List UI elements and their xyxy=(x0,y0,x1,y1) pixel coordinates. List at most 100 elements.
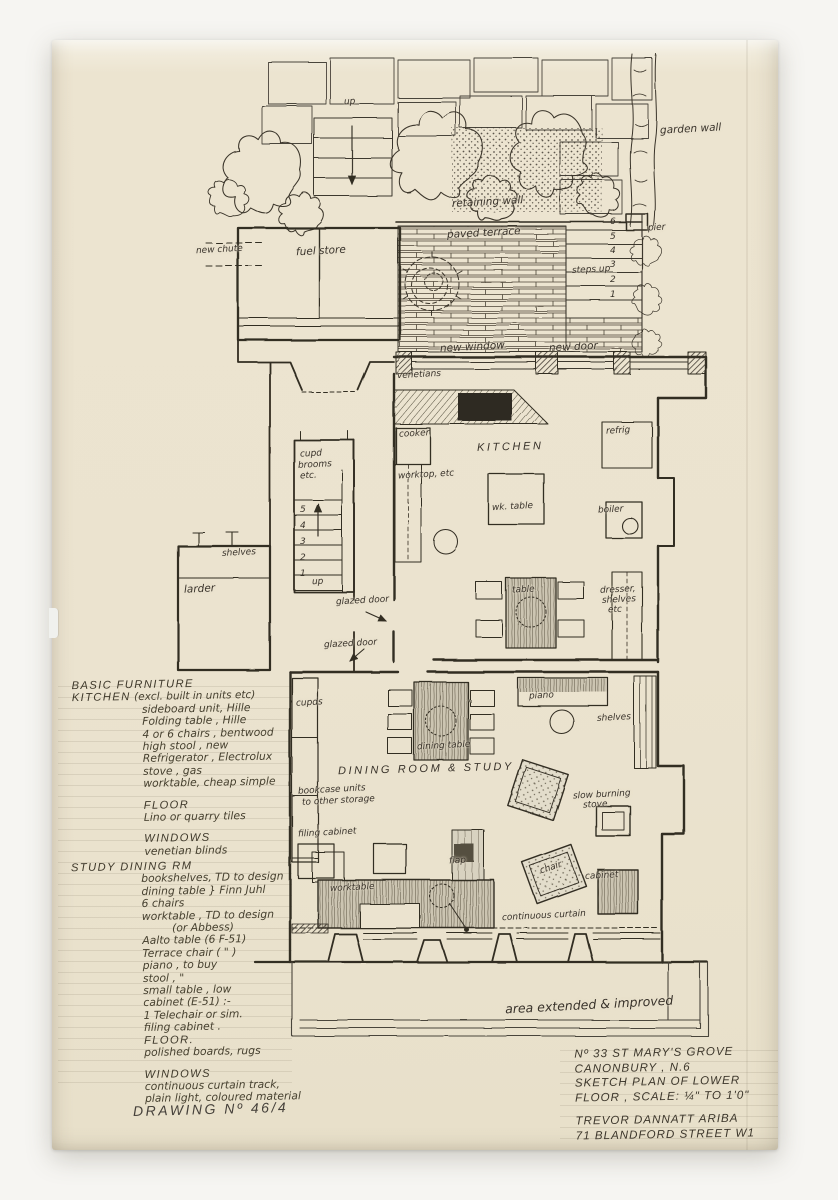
new-window-label: new window xyxy=(439,339,506,355)
note-item: polished boards, rugs xyxy=(144,1044,261,1060)
dining-title: DINING ROOM & STUDY xyxy=(337,760,515,778)
retaining-wall-label: retaining wall xyxy=(451,194,524,210)
refrig-box xyxy=(601,421,653,469)
pencil-guidelines-titleblock xyxy=(560,1040,778,1140)
note-item: venetian blinds xyxy=(144,843,228,858)
window-piers xyxy=(327,933,594,963)
cabinet-box xyxy=(597,869,639,915)
cooker-label: cooker xyxy=(398,428,430,440)
stairs-up-label: up xyxy=(311,576,324,588)
dining-table xyxy=(413,681,469,761)
terrace-plant xyxy=(402,251,463,317)
larder xyxy=(176,531,272,672)
garden-up-label: up xyxy=(343,96,356,108)
terrace-step-5: 5 xyxy=(610,232,616,242)
kitchen xyxy=(392,372,675,664)
house-north-wall xyxy=(392,351,708,400)
title-block: Nº 33 ST MARY'S GROVE CANONBURY , N.6 SK… xyxy=(574,1044,755,1143)
flap-dark xyxy=(454,844,474,862)
continuous-curtain-label: continuous curtain xyxy=(501,908,587,924)
architect-line: 71 BLANDFORD STREET W1 xyxy=(575,1125,756,1143)
steps-up-label: steps up xyxy=(571,264,611,277)
worktop-label: worktop, etc xyxy=(397,468,455,482)
terrace xyxy=(395,213,668,363)
dresser-label-3: etc xyxy=(607,604,623,616)
wk-table-label: wk. table xyxy=(491,500,534,514)
garden-planting-bed xyxy=(452,128,602,212)
stair-5: 5 xyxy=(300,505,306,515)
stair-2: 2 xyxy=(300,553,306,563)
larder-label: larder xyxy=(183,582,216,596)
dining-shelves-label: shelves xyxy=(596,712,632,724)
glazed-door-lower-label: glazed door xyxy=(323,637,378,651)
easy-chair-1 xyxy=(507,759,569,821)
boiler-box xyxy=(605,501,643,539)
area-extended-label: area extended & improved xyxy=(504,992,674,1017)
flap-label: flap xyxy=(448,855,467,867)
larder-hooks xyxy=(191,531,239,547)
study-dining-notes: STUDY DINING RM bookshelves, TD to desig… xyxy=(71,858,325,1107)
dining-east-wall xyxy=(656,670,686,964)
new-chute-leader xyxy=(205,242,265,267)
glazed-door-upper-label: glazed door xyxy=(335,594,390,608)
terrace-step-6: 6 xyxy=(610,217,616,227)
kitchen-window-dark xyxy=(458,393,512,421)
drawing-number: DRAWING Nº 46/4 xyxy=(132,1098,289,1120)
table-label: table xyxy=(511,584,535,596)
pencil-guidelines-left xyxy=(58,676,292,1088)
stair-4: 4 xyxy=(300,521,306,531)
piano-box xyxy=(517,677,609,707)
wk-table xyxy=(487,473,545,525)
pier-block xyxy=(625,213,649,231)
terrace-step-2: 2 xyxy=(610,275,616,285)
extension-outline xyxy=(291,961,709,1037)
larder-shelves-label: shelves xyxy=(221,547,257,559)
dining-table-label: dining table xyxy=(416,739,471,753)
new-chute-label: new chute xyxy=(195,243,244,257)
cabinet-label: cabinet xyxy=(584,870,619,882)
dining-room xyxy=(288,670,686,964)
worktable-label: worktable xyxy=(329,881,375,895)
garden-wall xyxy=(629,53,657,227)
terrace-step-1: 1 xyxy=(610,290,616,300)
cupd-label-3: etc. xyxy=(299,470,318,482)
paved-terrace-label: paved terrace xyxy=(446,225,521,241)
stair-3: 3 xyxy=(300,537,306,547)
desk-chair-circle xyxy=(429,883,455,909)
paper-edge-chip xyxy=(49,608,59,638)
sink-circle xyxy=(433,529,459,555)
boiler-label: boiler xyxy=(597,504,624,516)
new-door-label: new door xyxy=(548,339,599,355)
basic-furniture-notes: BASIC FURNITURE KITCHEN (excl. built in … xyxy=(71,676,314,859)
stove-label-2: stove xyxy=(582,799,608,811)
piano-label: piano xyxy=(528,690,555,702)
refrig-label: refrig xyxy=(605,425,631,437)
fuel-store xyxy=(205,226,402,342)
stove-box xyxy=(595,805,631,837)
pier-label: pier xyxy=(647,222,666,234)
entry-court xyxy=(237,339,395,547)
kitchen-title: KITCHEN xyxy=(476,440,544,454)
stairs xyxy=(293,430,355,673)
window-lines xyxy=(411,361,689,370)
basic-kitchen-heading: KITCHEN xyxy=(71,691,131,705)
paved-terrace-bricks xyxy=(397,225,567,353)
easy-chair-2 xyxy=(521,843,587,905)
terrace-step-3: 3 xyxy=(610,260,616,270)
small-table-box xyxy=(373,843,407,875)
shelves-run xyxy=(633,675,657,769)
terrace-step-4: 4 xyxy=(610,246,616,256)
address-line: FLOOR , SCALE: ¼" TO 1'0" xyxy=(574,1088,750,1105)
south-wall xyxy=(253,932,709,964)
filing-cabinet-box xyxy=(297,843,335,879)
chair-label: chair xyxy=(538,859,564,877)
boiler-bay xyxy=(657,477,675,547)
stair-1: 1 xyxy=(300,569,306,579)
kitchen-table xyxy=(505,577,557,649)
garden-steps xyxy=(313,117,393,197)
glazed-door-arrows xyxy=(349,611,388,662)
note-item: Lino or quarry tiles xyxy=(143,809,246,824)
